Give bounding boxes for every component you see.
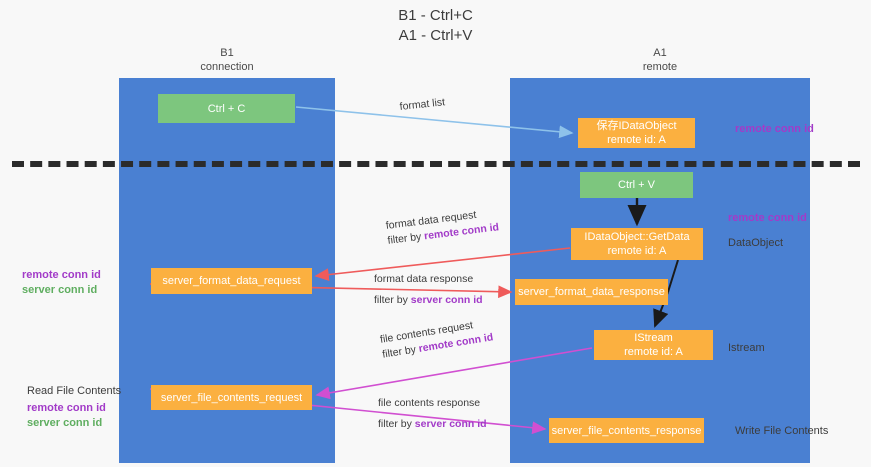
annotation-read-file-contents: Read File Contents	[27, 385, 122, 397]
annotation-left-conn-ids-bottom: remote conn id server conn id	[27, 401, 106, 431]
node-save-idataobject-subtitle: remote id: A	[607, 134, 666, 146]
node-server-format-data-request[interactable]: server_format_data_request	[151, 268, 312, 294]
node-istream-title: IStream	[634, 332, 673, 344]
phase-divider-dashed-line	[12, 161, 860, 167]
node-server-format-data-response-label: server_format_data_response	[518, 286, 665, 298]
node-server-file-contents-request-label: server_file_contents_request	[160, 391, 303, 404]
annotation-remote-conn-id-mid: remote conn id	[728, 212, 807, 224]
node-istream-subtitle: remote id: A	[624, 346, 683, 358]
lane-header-b1-name: B1	[220, 47, 234, 59]
node-save-idataobject[interactable]: 保存IDataObject remote id: A	[578, 118, 695, 148]
edge-label-format-data-response-line1: format data response	[374, 273, 474, 285]
node-idataobject-getdata-title: IDataObject::GetData	[584, 231, 690, 243]
node-idataobject-getdata-subtitle: remote id: A	[607, 245, 667, 257]
annotation-write-file-contents: Write File Contents	[735, 425, 829, 437]
edge-label-format-list: format list	[399, 95, 446, 115]
annotation-left-remote-conn-id-2: remote conn id	[27, 402, 106, 414]
annotation-left-remote-conn-id-1: remote conn id	[22, 269, 101, 281]
edge-label-file-contents-response: file contents response filter by server …	[378, 396, 487, 432]
node-save-idataobject-title: 保存IDataObject	[596, 120, 677, 132]
edge-label-file-contents-response-line1: file contents response	[378, 397, 481, 409]
lane-header-a1-name: A1	[653, 47, 667, 59]
title-line-1: B1 - Ctrl+C	[398, 7, 473, 24]
annotation-left-conn-ids-top: remote conn id server conn id	[22, 268, 101, 298]
annotation-left-server-conn-id-2: server conn id	[27, 417, 103, 429]
node-server-file-contents-request[interactable]: server_file_contents_request	[151, 385, 312, 410]
filter-key-server-conn-id: server conn id	[414, 418, 487, 430]
filter-by-prefix: filter by	[378, 418, 415, 430]
node-server-format-data-request-label: server_format_data_request	[162, 275, 301, 287]
filter-key-server-conn-id: server conn id	[410, 294, 483, 306]
node-server-format-data-response[interactable]: server_format_data_response	[515, 279, 668, 305]
annotation-remote-conn-id-top: remote conn id	[735, 123, 814, 135]
node-server-file-contents-response[interactable]: server_file_contents_response	[549, 418, 704, 443]
filter-by-prefix: filter by	[374, 294, 411, 306]
node-ctrl-c-label: Ctrl + C	[207, 102, 246, 115]
filter-by-prefix: filter by	[386, 230, 425, 247]
node-ctrl-v[interactable]: Ctrl + V	[580, 172, 693, 198]
edge-label-format-list-line1: format list	[399, 96, 446, 113]
annotation-left-server-conn-id-1: server conn id	[22, 284, 98, 296]
edge-label-format-data-response: format data response filter by server co…	[374, 272, 483, 308]
lane-header-b1-role: connection	[200, 61, 254, 73]
lane-header-a1-role: remote	[642, 61, 678, 73]
node-ctrl-c[interactable]: Ctrl + C	[158, 94, 295, 123]
annotation-dataobject: DataObject	[728, 237, 784, 249]
title-line-2: A1 - Ctrl+V	[398, 27, 473, 44]
edge-label-file-contents-request: file contents request filter by remote c…	[379, 315, 494, 362]
annotation-istream: Istream	[728, 342, 765, 354]
node-idataobject-getdata[interactable]: IDataObject::GetData remote id: A	[571, 228, 703, 260]
node-ctrl-v-label: Ctrl + V	[618, 179, 655, 191]
node-server-file-contents-response-label: server_file_contents_response	[551, 424, 702, 437]
edge-label-format-data-response-line2: filter by server conn id	[374, 293, 483, 308]
node-istream[interactable]: IStream remote id: A	[594, 330, 713, 360]
lane-header-b1: B1 connection	[119, 46, 335, 74]
edge-label-format-data-request: format data request filter by remote con…	[385, 205, 500, 248]
edge-label-file-contents-response-line2: filter by server conn id	[378, 417, 487, 432]
diagram-title: B1 - Ctrl+C A1 - Ctrl+V	[0, 6, 871, 46]
lane-header-a1: A1 remote	[510, 46, 810, 74]
